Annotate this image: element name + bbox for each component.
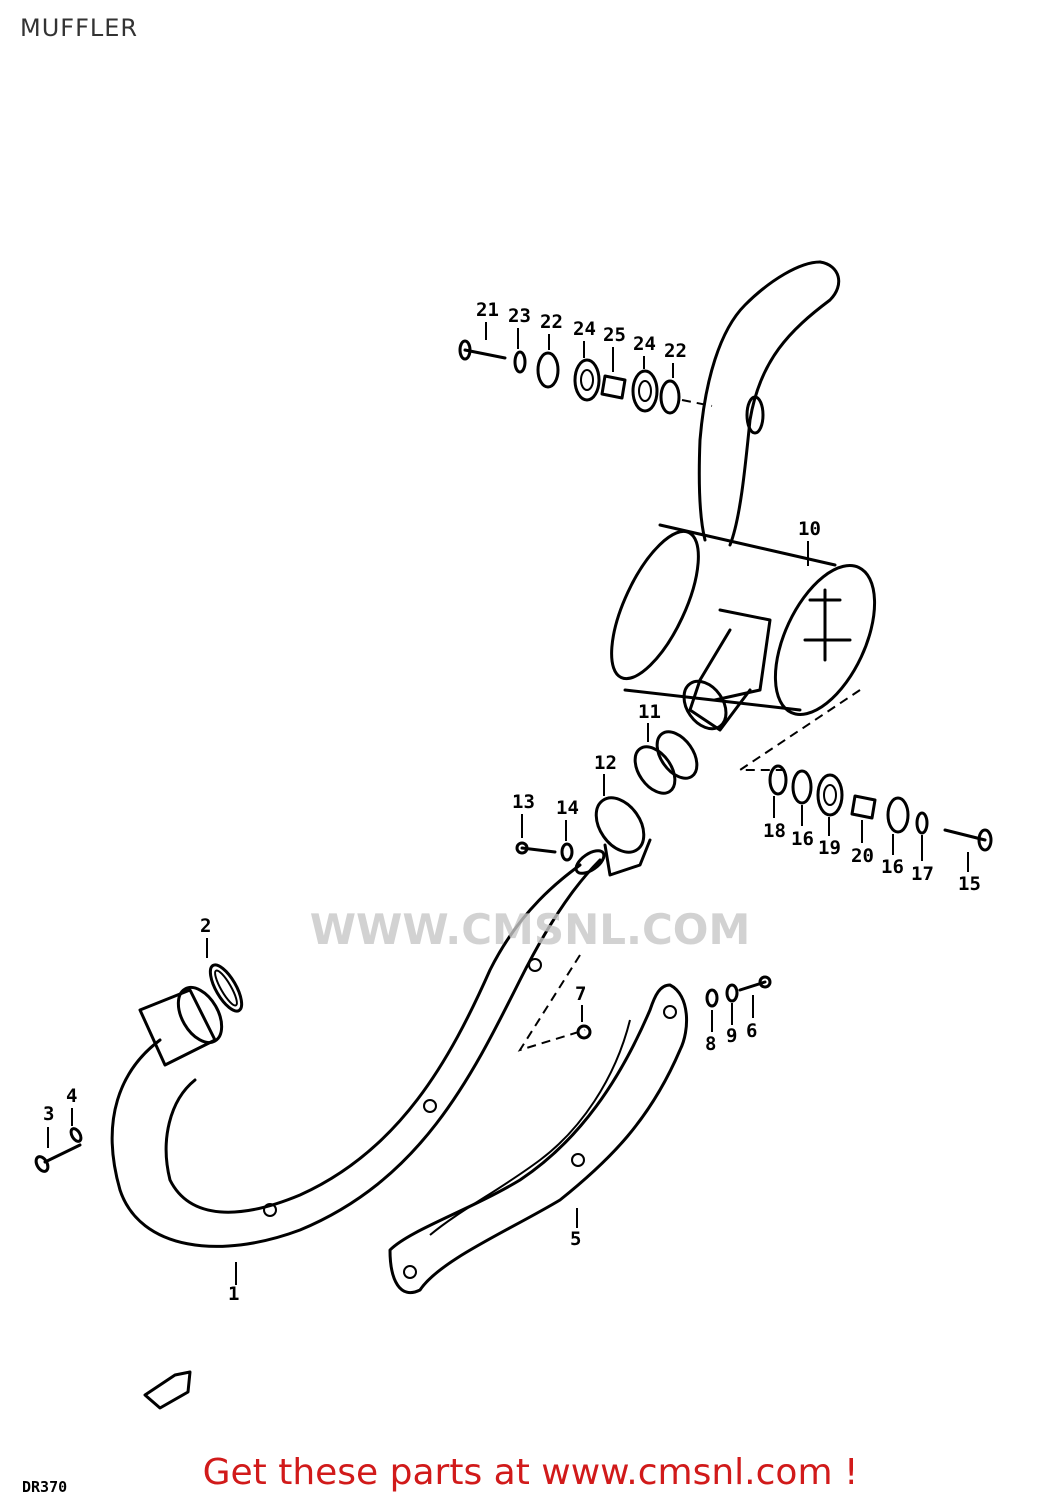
callout-10: 10 — [798, 518, 821, 540]
washer-14[interactable] — [560, 842, 574, 862]
gasket[interactable] — [204, 960, 247, 1015]
footer-link[interactable]: Get these parts at www.cmsnl.com ! — [202, 1452, 859, 1493]
callout-17: 17 — [911, 863, 934, 885]
pipe-cap-11[interactable] — [627, 725, 705, 801]
callout-7: 7 — [575, 983, 586, 1005]
callout-15: 15 — [958, 873, 981, 895]
callout-18: 18 — [763, 820, 786, 842]
muffler-body[interactable] — [594, 260, 895, 771]
callout-25: 25 — [603, 324, 626, 346]
callout-5: 5 — [570, 1228, 581, 1250]
callout-2: 2 — [200, 915, 211, 937]
washer-9[interactable] — [725, 983, 739, 1003]
callout-4: 4 — [66, 1085, 77, 1107]
callout-labels: 1 2 3 4 5 6 7 8 9 10 11 12 13 14 15 16 1… — [43, 299, 981, 1305]
callout-3: 3 — [43, 1103, 54, 1125]
collar-7[interactable] — [576, 1024, 592, 1040]
clamp-12[interactable] — [586, 789, 653, 877]
washer-8[interactable] — [705, 988, 719, 1008]
callout-13: 13 — [512, 791, 535, 813]
callout-23: 23 — [508, 305, 531, 327]
callout-22a: 22 — [540, 311, 563, 333]
callout-8: 8 — [705, 1033, 716, 1055]
callout-11: 11 — [638, 701, 661, 723]
callout-20: 20 — [851, 845, 874, 867]
callout-21: 21 — [476, 299, 499, 321]
callout-6: 6 — [746, 1020, 757, 1042]
callout-19: 19 — [818, 837, 841, 859]
mount-hardware-right[interactable] — [768, 764, 993, 852]
callout-12: 12 — [594, 752, 617, 774]
watermark: WWW.CMSNL.COM — [309, 905, 751, 954]
exhaust-pipe[interactable] — [110, 846, 608, 1248]
washer-4[interactable] — [69, 1127, 83, 1143]
callout-9: 9 — [726, 1025, 737, 1047]
callout-24a: 24 — [573, 318, 596, 340]
callout-16b: 16 — [881, 856, 904, 878]
page-title: MUFFLER — [20, 14, 139, 42]
callout-24b: 24 — [633, 333, 656, 355]
mount-hardware-top[interactable] — [458, 339, 713, 415]
bolt-3[interactable] — [34, 1143, 82, 1173]
bolt-13[interactable] — [515, 841, 557, 855]
callout-14: 14 — [556, 797, 579, 819]
bolt-6[interactable] — [738, 975, 772, 992]
callout-1: 1 — [228, 1283, 239, 1305]
callout-22b: 22 — [664, 340, 687, 362]
callout-16a: 16 — [791, 828, 814, 850]
front-arrow-icon — [143, 1370, 192, 1410]
bracket-5[interactable] — [388, 954, 689, 1294]
model-code: DR370 — [22, 1478, 68, 1496]
